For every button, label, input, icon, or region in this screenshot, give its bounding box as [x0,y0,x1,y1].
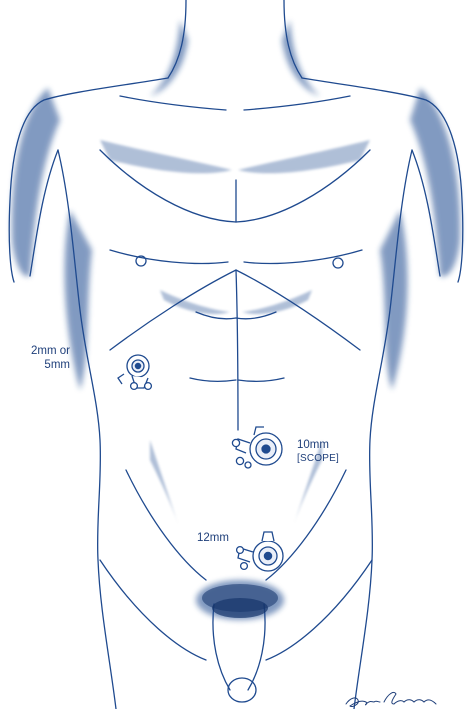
port-label-left-line1: 2mm or [31,344,70,358]
port-label-lower-line1: 12mm [197,531,229,545]
trocar-port-lower [237,532,283,571]
port-label-scope: 10mm [SCOPE] [297,438,339,466]
port-label-scope-line2: [SCOPE] [297,452,339,466]
port-label-left: 2mm or 5mm [31,344,70,372]
body-shading-fine [100,140,370,530]
trocar-port-scope [232,427,282,468]
artist-signature [346,692,436,706]
trocar-port-left [118,355,151,389]
body-shading [12,20,460,620]
port-label-lower: 12mm [197,531,229,545]
port-label-scope-line1: 10mm [297,438,339,452]
port-label-left-line2: 5mm [31,358,70,372]
